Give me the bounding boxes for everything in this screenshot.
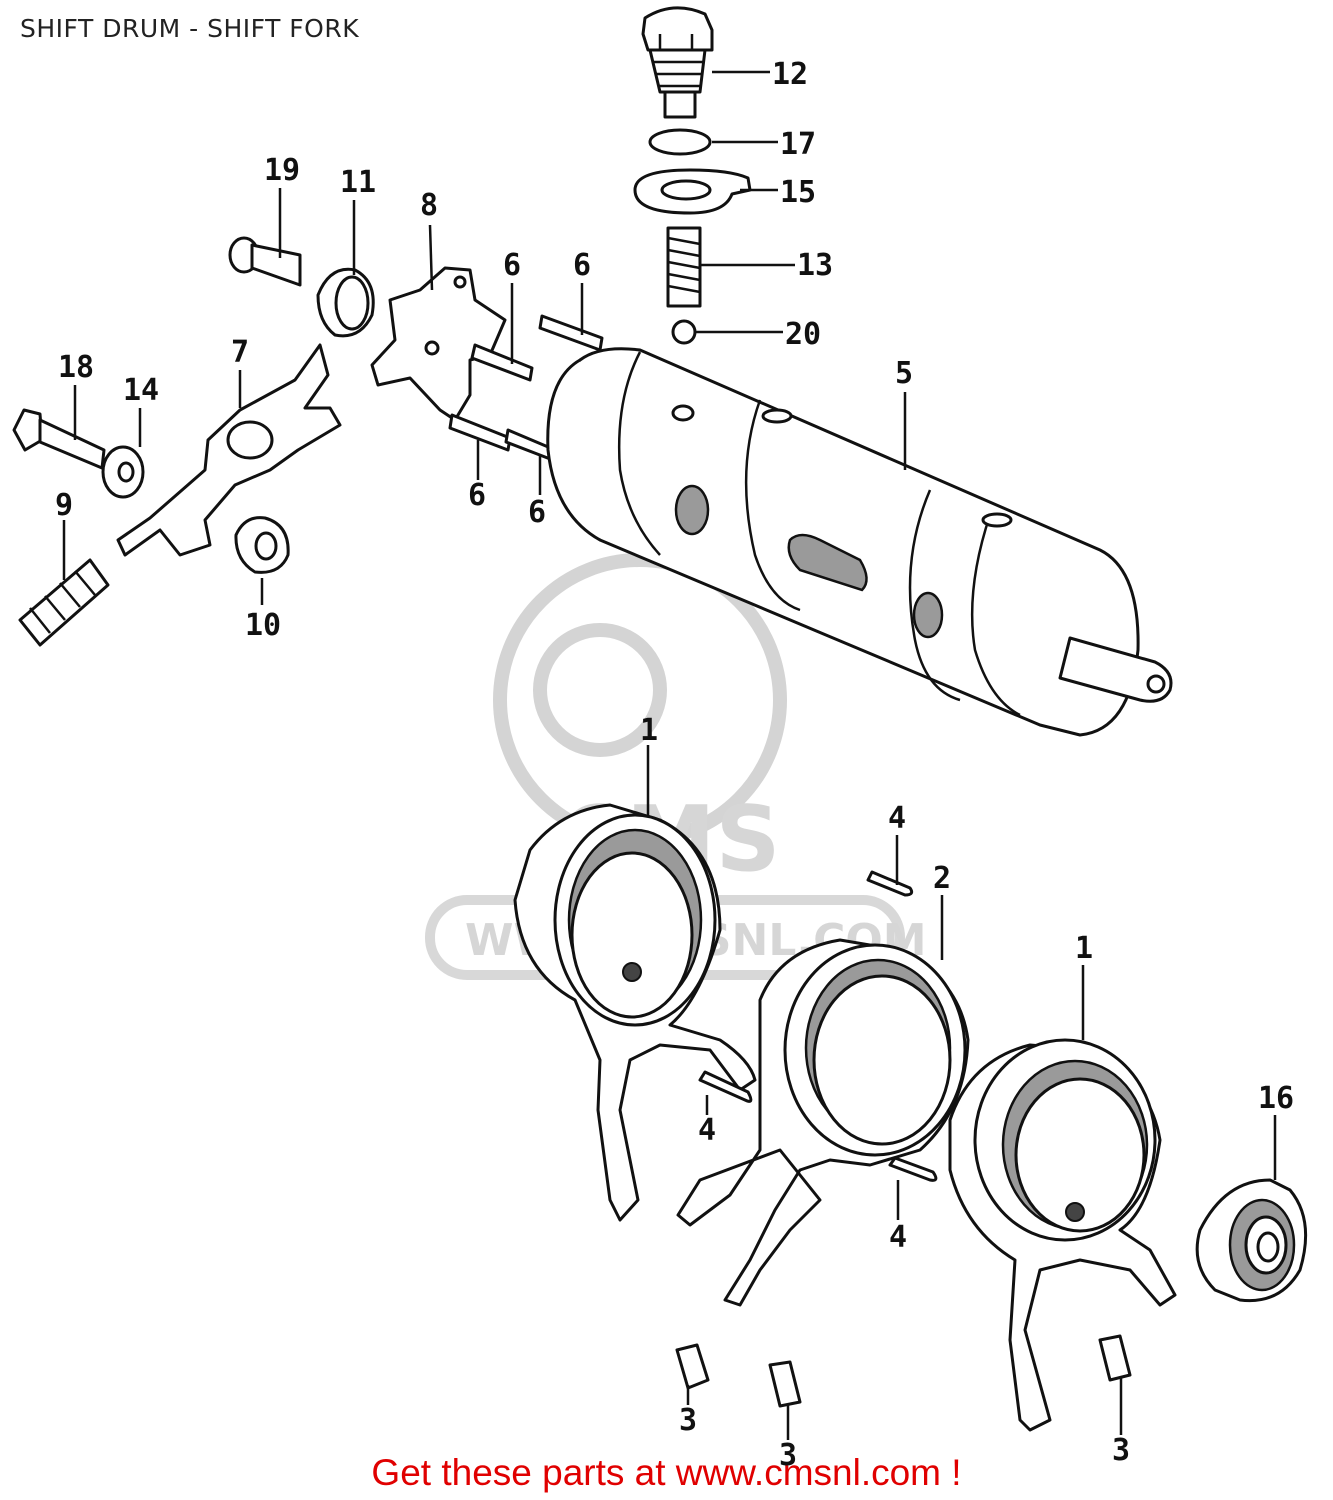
leader-lines <box>62 70 1277 1440</box>
part-18-bolt <box>12 408 106 470</box>
callout-8: 8 <box>420 188 438 223</box>
footer-parts-link[interactable]: Get these parts at www.cmsnl.com ! <box>371 1452 962 1493</box>
part-1-shift-fork-left <box>513 803 757 1222</box>
part-12-switch-bolt <box>641 6 714 119</box>
callout-18: 18 <box>58 350 94 385</box>
part-11-collar <box>316 267 375 338</box>
callout-4-c: 4 <box>889 1220 907 1255</box>
part-16-bearing <box>1195 1178 1308 1303</box>
page-title: SHIFT DRUM - SHIFT FORK <box>20 14 360 43</box>
callout-7: 7 <box>231 335 249 370</box>
part-10-collar <box>234 516 290 574</box>
callout-19: 19 <box>264 153 300 188</box>
callout-6-d: 6 <box>528 495 546 530</box>
callout-3-b: 3 <box>779 1438 797 1473</box>
callout-16: 16 <box>1258 1081 1294 1116</box>
callout-1-a: 1 <box>640 713 658 748</box>
part-20-ball <box>671 319 697 345</box>
part-3-guide-pins <box>675 1334 1132 1408</box>
part-17-o-ring <box>648 128 712 156</box>
part-8-star-plate <box>370 266 507 422</box>
callout-6-b: 6 <box>573 248 591 283</box>
part-19-bolt <box>228 236 302 287</box>
part-2-shift-fork-center <box>676 938 970 1307</box>
callout-4-b: 4 <box>698 1113 716 1148</box>
part-5-shift-drum <box>546 347 1173 737</box>
callout-20: 20 <box>785 317 821 352</box>
callout-numbers: 12 17 15 13 20 19 11 8 6 6 6 6 5 7 18 14… <box>55 57 1294 1473</box>
callout-13: 13 <box>797 248 833 283</box>
callout-3-c: 3 <box>1112 1433 1130 1468</box>
callout-15: 15 <box>780 175 816 210</box>
part-9-spring <box>18 558 110 647</box>
part-15-plate <box>633 168 752 215</box>
part-13-spring <box>666 226 702 308</box>
part-14-washer <box>101 445 145 499</box>
callout-3-a: 3 <box>679 1403 697 1438</box>
callout-6-a: 6 <box>503 248 521 283</box>
callout-6-c: 6 <box>468 478 486 513</box>
callout-1-b: 1 <box>1075 931 1093 966</box>
part-7-stopper-arm <box>116 343 342 557</box>
callout-5: 5 <box>895 356 913 391</box>
callout-4-a: 4 <box>888 801 906 836</box>
part-4-cotter-pins <box>698 870 938 1182</box>
callout-9: 9 <box>55 488 73 523</box>
part-1-shift-fork-right <box>948 1038 1177 1432</box>
callout-2: 2 <box>933 861 951 896</box>
callout-12: 12 <box>772 57 808 92</box>
callout-17: 17 <box>780 127 816 162</box>
callout-10: 10 <box>245 608 281 643</box>
callout-14: 14 <box>123 373 159 408</box>
callout-11: 11 <box>340 165 376 200</box>
